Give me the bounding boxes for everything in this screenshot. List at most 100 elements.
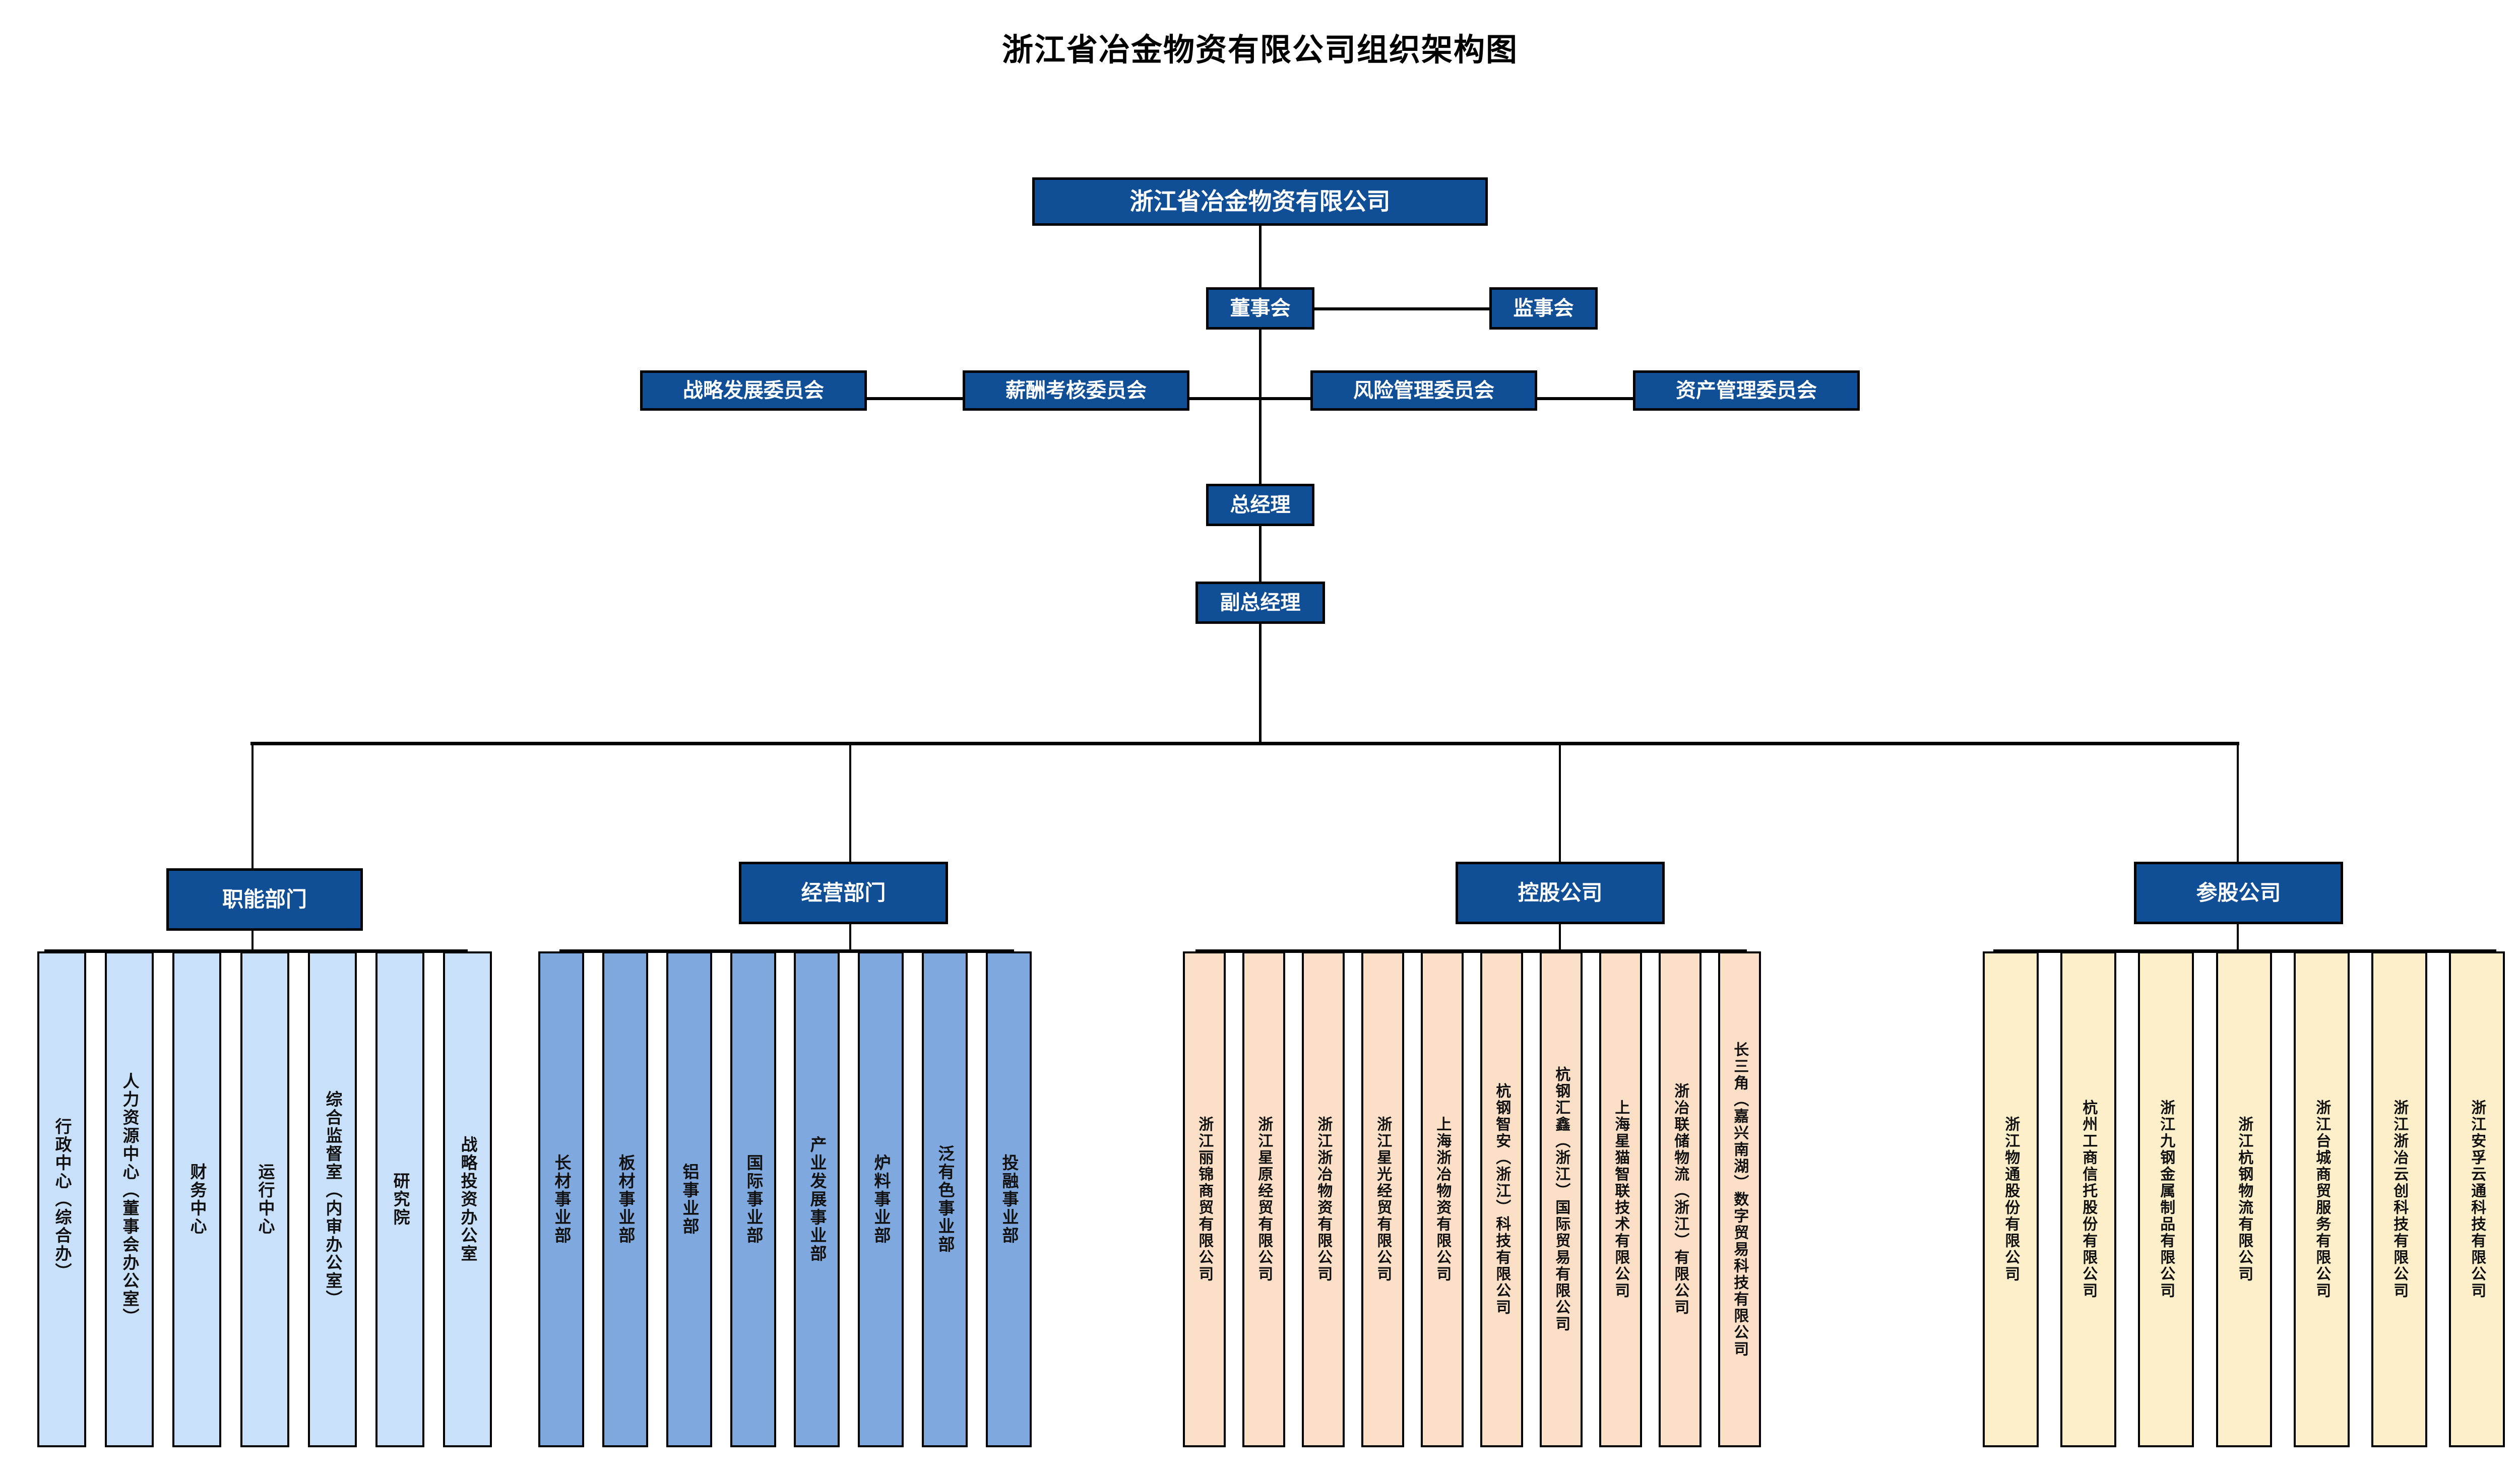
leaf-connector-holding-7 [1623,949,1625,951]
leaf-node-functional[interactable]: 财务中心 [172,951,221,1447]
leaf-connector-holding-8 [1684,949,1686,951]
group-header-holding[interactable]: 控股公司 [1456,862,1665,924]
leaf-connector-holding-9 [1745,949,1747,951]
connector-gm-deputy [1259,526,1262,582]
leaf-node-functional[interactable]: 行政中心（综合办） [37,951,86,1447]
leaf-node-business[interactable]: 投融事业部 [986,951,1032,1447]
leaf-stub-business-4 [816,949,819,951]
leaf-stub-holding-6 [1561,949,1563,951]
leaf-stub-business-2 [689,949,691,951]
leaf-stub-holding-5 [1501,949,1503,951]
leaf-node-functional[interactable]: 研究院 [375,951,424,1447]
connector-company-board [1259,226,1262,287]
leaf-node-holding[interactable]: 上海星猫智联技术有限公司 [1599,951,1642,1447]
leaf-node-participating[interactable]: 浙江杭钢物流有限公司 [2216,951,2272,1447]
leaf-node-holding[interactable]: 浙江星原经贸有限公司 [1242,951,1285,1447]
leaf-node-business[interactable]: 长材事业部 [538,951,584,1447]
leaf-node-holding[interactable]: 长三角（嘉兴南湖）数字贸易科技有限公司 [1718,951,1761,1447]
leaf-stub-business-6 [944,949,948,951]
drop-functional-to-bus [251,931,254,951]
leaf-connector-business-5 [883,949,885,951]
leaf-node-business[interactable]: 板材事业部 [602,951,648,1447]
leaf-node-holding[interactable]: 杭钢汇鑫（浙江）国际贸易有限公司 [1540,951,1583,1447]
leaf-stub-business-3 [753,949,755,951]
leaf-node-participating[interactable]: 浙江物通股份有限公司 [1983,951,2039,1447]
page-title: 浙江省冶金物资有限公司组织架构图 [1001,33,1518,68]
node-committee-asset[interactable]: 资产管理委员会 [1633,370,1860,411]
connector-committee-1-2 [867,397,963,400]
leaf-node-functional[interactable]: 人力资源中心（董事会办公室） [105,951,154,1447]
leaf-node-functional[interactable]: 战略投资办公室 [443,951,492,1447]
node-company[interactable]: 浙江省冶金物资有限公司 [1032,177,1488,226]
leaf-node-business[interactable]: 炉料事业部 [858,951,904,1447]
leaf-node-participating[interactable]: 浙江九钢金属制品有限公司 [2138,951,2194,1447]
node-general-manager[interactable]: 总经理 [1206,484,1314,526]
leaf-node-participating[interactable]: 浙江安孚云通科技有限公司 [2449,951,2505,1447]
node-committee-compensation[interactable]: 薪酬考核委员会 [963,370,1189,411]
leaf-stub-holding-4 [1439,949,1442,951]
connector-committee-3-4 [1537,397,1633,400]
leaf-stub-holding-1 [1256,949,1264,951]
leaf-stub-holding-9 [1739,949,1745,951]
node-committee-risk[interactable]: 风险管理委员会 [1310,370,1537,411]
leaf-stub-holding-3 [1378,949,1383,951]
leaf-node-participating[interactable]: 浙江浙冶云创科技有限公司 [2371,951,2427,1447]
node-supervisory-board[interactable]: 监事会 [1489,287,1598,330]
drop-business-to-bus [849,924,851,951]
drop-participating-to-bus [2237,924,2239,951]
distribution-bus-main [250,742,2239,745]
leaf-stub-business-0 [559,949,561,951]
connector-board-supervisory [1314,307,1489,310]
leaf-node-business[interactable]: 泛有色事业部 [922,951,968,1447]
connector-deputy-trunk [1259,624,1262,744]
leaf-node-holding[interactable]: 杭钢智安（浙江）科技有限公司 [1480,951,1523,1447]
node-committee-strategy[interactable]: 战略发展委员会 [640,370,867,411]
group-header-participating[interactable]: 参股公司 [2134,862,2343,924]
leaf-connector-business-6 [948,949,950,951]
fanout-bus-business [559,949,1012,953]
leaf-node-business[interactable]: 铝事业部 [666,951,712,1447]
leaf-stub-participating-3 [2244,949,2246,951]
leaf-node-functional[interactable]: 运行中心 [240,951,289,1447]
drop-to-group-business [849,742,851,863]
leaf-stub-functional-2 [183,949,197,951]
fanout-bus-holding [1195,949,1745,953]
leaf-stub-holding-2 [1317,949,1324,951]
leaf-stub-participating-6 [2477,949,2494,951]
leaf-stub-holding-0 [1195,949,1205,951]
node-board[interactable]: 董事会 [1206,287,1314,330]
leaf-node-participating[interactable]: 杭州工商信托股份有限公司 [2060,951,2116,1447]
leaf-node-participating[interactable]: 浙江台城商贸服务有限公司 [2294,951,2350,1447]
leaf-stub-participating-2 [2160,949,2166,951]
leaf-node-holding[interactable]: 上海浙冶物资有限公司 [1421,951,1464,1447]
node-deputy-general-manager[interactable]: 副总经理 [1195,582,1325,624]
leaf-stub-functional-3 [253,949,265,951]
leaf-stub-participating-0 [1993,949,2011,951]
drop-to-group-holding [1559,742,1561,863]
leaf-connector-participating-4 [2327,949,2329,951]
leaf-stub-functional-6 [461,949,468,951]
leaf-stub-participating-5 [2399,949,2411,951]
leaf-stub-holding-8 [1680,949,1684,951]
leaf-node-holding[interactable]: 浙江丽锦商贸有限公司 [1183,951,1226,1447]
leaf-connector-participating-6 [2494,949,2496,951]
leaf-connector-business-4 [818,949,820,951]
leaf-stub-participating-4 [2321,949,2327,951]
leaf-stub-business-1 [624,949,626,951]
leaf-connector-business-7 [1012,949,1014,951]
leaf-node-functional[interactable]: 综合监督室（内审办公室） [308,951,357,1447]
group-header-functional[interactable]: 职能部门 [166,868,363,931]
leaf-stub-holding-7 [1620,949,1623,951]
leaf-stub-business-5 [880,949,883,951]
leaf-node-business[interactable]: 国际事业部 [730,951,776,1447]
group-header-business[interactable]: 经营部门 [739,862,948,924]
leaf-stub-functional-5 [391,949,400,951]
leaf-stub-functional-4 [322,949,333,951]
leaf-node-holding[interactable]: 浙江浙冶物资有限公司 [1302,951,1345,1447]
leaf-connector-participating-5 [2411,949,2413,951]
drop-to-group-functional [251,742,254,900]
leaf-node-business[interactable]: 产业发展事业部 [794,951,840,1447]
leaf-node-holding[interactable]: 浙冶联储物流（浙江）有限公司 [1659,951,1702,1447]
leaf-node-holding[interactable]: 浙江星光经贸有限公司 [1361,951,1404,1447]
